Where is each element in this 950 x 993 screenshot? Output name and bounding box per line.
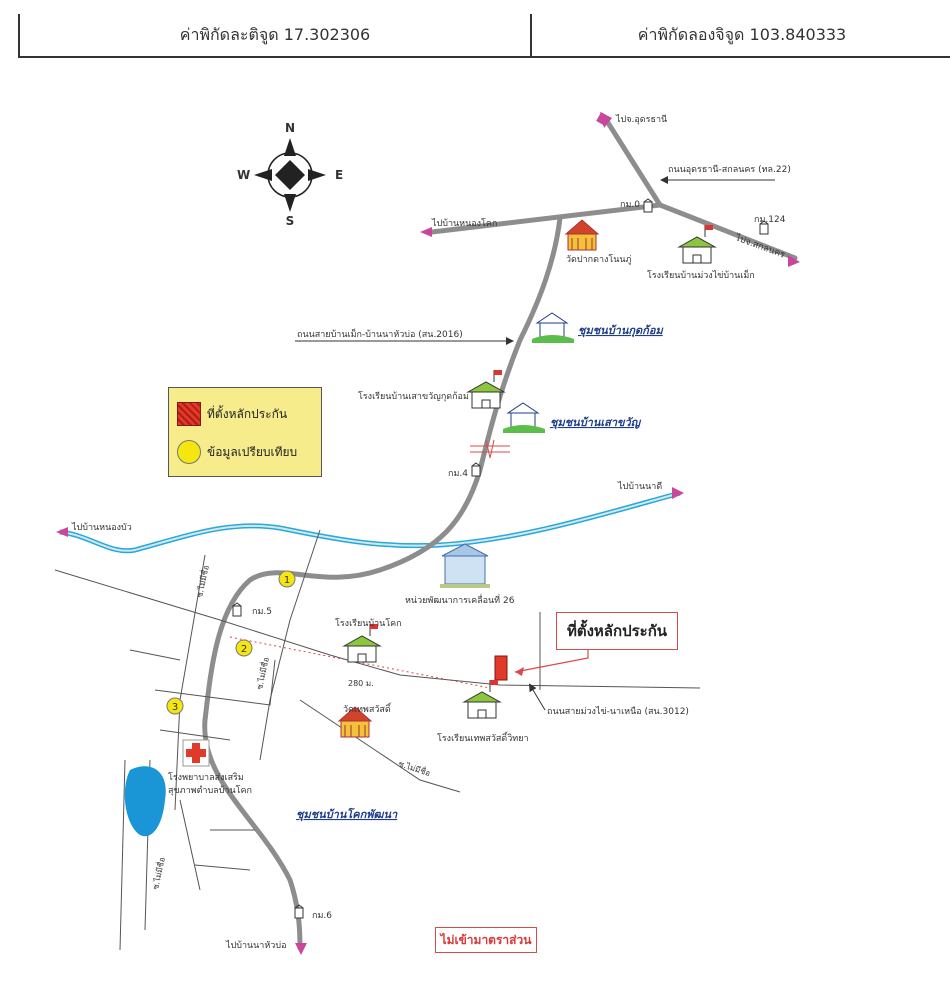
label-soi-2: ซ.ไม่มีชื่อ — [253, 656, 271, 691]
river — [59, 490, 681, 554]
school-icon — [463, 679, 501, 719]
road-break — [470, 439, 510, 459]
site-callout: ที่ตั้งหลักประกัน — [556, 612, 678, 650]
hospital-icon — [182, 739, 210, 767]
label-to-na-di: ไปบ้านนาดี — [617, 481, 662, 492]
legend-comparison-dot — [177, 440, 201, 464]
label-soi-3: ซ.ไม่มีชื่อ — [397, 757, 432, 778]
community-house-icon — [502, 402, 546, 434]
label-school-khok: โรงเรียนบ้านโคก — [335, 618, 402, 629]
legend-site-label: ที่ตั้งหลักประกัน — [207, 406, 288, 421]
label-school-muang-khai: โรงเรียนบ้านม่วงไข่บ้านเม็ก — [647, 268, 755, 281]
school-icon — [343, 623, 381, 663]
svg-text:3: 3 — [172, 702, 178, 713]
school-icon — [467, 369, 505, 409]
svg-text:2: 2 — [241, 644, 247, 655]
distance-line — [229, 636, 491, 689]
km-post-icon — [471, 462, 481, 477]
label-school-sao-khwan: โรงเรียนบ้านเสาขวัญกุดก้อม — [358, 391, 469, 402]
label-wat-thep: วัดเทพสวัสดิ์ — [343, 702, 392, 715]
legend-comparison-label: ข้อมูลเปรียบเทียบ — [207, 444, 298, 459]
latitude-text: ค่าพิกัดละติจูด 17.302306 — [179, 25, 371, 44]
direction-arrows — [56, 112, 800, 955]
distance-label: 280 ม. — [348, 679, 374, 688]
main-road-2016 — [202, 215, 563, 951]
pond — [124, 766, 166, 837]
label-soi-4: ซ.ไม่มีชื่อ — [149, 856, 167, 891]
legend-site-swatch — [177, 402, 201, 426]
compass-west: W — [237, 168, 250, 182]
label-km5: กม.5 — [252, 607, 272, 617]
scale-note: ไม่เข้ามาตราส่วน — [435, 927, 537, 953]
label-km4: กม.4 — [448, 469, 468, 479]
compass-north: N — [285, 121, 295, 135]
label-km0: กม.0 — [620, 200, 640, 210]
label-road-3012: ถนนสายม่วงไข่-นาเหนือ (สน.3012) — [547, 706, 689, 717]
label-road-22: ถนนอุดรธานี-สกลนคร (ทล.22) — [668, 164, 791, 175]
label-to-sakon: ไปจ.สกลนคร — [733, 232, 787, 260]
longitude-text: ค่าพิกัดลองจิจูด 103.840333 — [530, 14, 950, 56]
map-legend: ที่ตั้งหลักประกัน ข้อมูลเปรียบเทียบ — [168, 387, 322, 477]
compass-east: E — [335, 168, 343, 182]
collateral-site-marker — [494, 655, 508, 681]
comparison-point-2: 2 — [235, 639, 253, 657]
legend-site-row: ที่ตั้งหลักประกัน — [177, 402, 287, 426]
label-to-nong-khok: ไปบ้านหนองโคก — [431, 218, 497, 229]
community-khok-phatthana: ชุมชนบ้านโคกพัฒนา — [296, 807, 398, 822]
legend-comparison-row: ข้อมูลเปรียบเทียบ — [177, 440, 297, 464]
comparison-point-1: 1 — [278, 570, 296, 588]
km-post-icon — [643, 198, 653, 213]
label-to-na-hua-bo: ไปบ้านนาหัวบ่อ — [225, 940, 286, 951]
site-pointer — [514, 648, 589, 673]
label-to-nong-bua: ไปบ้านหนองบัว — [71, 522, 132, 533]
label-to-udon: ไปจ.อุดรธานี — [615, 114, 667, 125]
compass-south: S — [286, 214, 295, 228]
school-icon — [678, 224, 716, 264]
label-km124: กม.124 — [754, 215, 786, 225]
community-sao-khwan: ชุมชนบ้านเสาขวัญ — [550, 416, 642, 430]
label-km6: กม.6 — [312, 911, 332, 921]
label-mobile-unit: หน่วยพัฒนาการเคลื่อนที่ 26 — [405, 593, 515, 606]
label-wat-pak: วัดปากดางโนนภู่ — [566, 254, 632, 265]
mobile-unit-building-icon — [440, 543, 490, 588]
highway-22 — [429, 115, 798, 261]
compass-rose: N S E W — [237, 121, 343, 228]
coordinate-bar: ค่าพิกัดละติจูด 17.302306 ค่าพิกัดลองจิจ… — [18, 14, 950, 58]
label-hospital-2: สุขภาพตำบลบ้านโคก — [168, 785, 252, 796]
label-school-thep: โรงเรียนเทพสวัสดิ์วิทยา — [437, 731, 529, 744]
label-soi-1: ซ.ไม่มีชื่อ — [193, 564, 211, 599]
community-kut-kom: ชุมชนบ้านกุดก้อม — [578, 324, 664, 338]
community-house-icon — [531, 312, 575, 344]
label-hospital-1: โรงพยาบาลส่งเสริม — [168, 772, 244, 783]
comparison-point-3: 3 — [166, 697, 184, 715]
km-post-icon — [232, 602, 242, 617]
label-road-2016: ถนนสายบ้านเม็ก-บ้านนาหัวบ่อ (สน.2016) — [297, 327, 463, 340]
temple-icon — [565, 219, 599, 251]
svg-text:1: 1 — [284, 575, 290, 586]
